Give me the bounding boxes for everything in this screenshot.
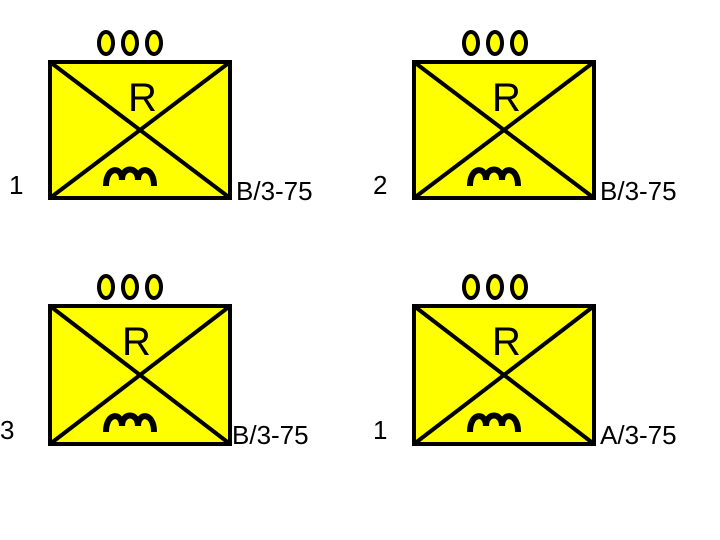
unit-frame xyxy=(48,30,232,200)
unit-number: 1 xyxy=(373,415,388,445)
infantry-cross-line xyxy=(48,60,232,200)
echelon-platoon-icon xyxy=(97,30,163,56)
echelon-platoon-icon xyxy=(97,274,163,300)
amphibious-wave-icon xyxy=(467,166,521,187)
infantry-cross-line xyxy=(412,60,596,200)
unit-designation: B/3-75 xyxy=(236,176,313,206)
unit-frame xyxy=(412,30,596,200)
echelon-platoon-icon xyxy=(462,30,528,56)
unit-number: 3 xyxy=(0,415,15,445)
infantry-cross-line xyxy=(412,304,596,446)
echelon-platoon-icon xyxy=(462,274,528,300)
unit-number: 2 xyxy=(373,170,388,200)
unit-designation: A/3-75 xyxy=(600,420,677,450)
unit-designation: B/3-75 xyxy=(600,176,677,206)
unit-frame xyxy=(412,274,596,446)
unit-letter: R xyxy=(492,320,521,364)
infantry-cross-line xyxy=(48,304,232,446)
unit-number: 1 xyxy=(9,170,24,200)
amphibious-wave-icon xyxy=(467,412,521,433)
unit-letter: R xyxy=(492,76,521,120)
unit-designation: B/3-75 xyxy=(232,420,309,450)
unit-letter: R xyxy=(122,320,151,364)
amphibious-wave-icon xyxy=(103,166,157,187)
unit-frame xyxy=(48,274,232,446)
unit-letter: R xyxy=(128,76,157,120)
amphibious-wave-icon xyxy=(103,412,157,433)
